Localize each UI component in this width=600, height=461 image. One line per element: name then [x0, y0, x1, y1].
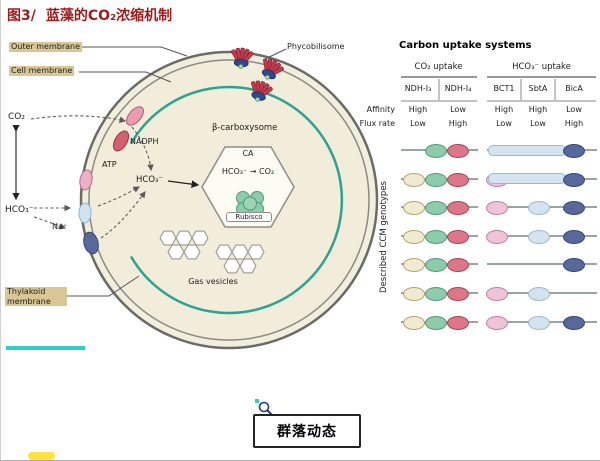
- geno-ellipse: [425, 258, 447, 273]
- geno-ellipse: [447, 287, 469, 301]
- transporter-bica: [83, 231, 99, 255]
- carbon-uptake-table-title: Carbon uptake systems: [399, 40, 532, 51]
- carboxysome-hexagon: [201, 146, 295, 228]
- nadph-label: NADPH: [130, 137, 159, 146]
- transporter-bct1: [79, 169, 93, 191]
- affinity-row-label: Affinity: [366, 105, 395, 114]
- geno-ellipse: [425, 172, 447, 187]
- geno-ellipse: [528, 201, 550, 216]
- geno-ellipse: [447, 258, 469, 273]
- geno-band: [488, 173, 566, 185]
- transporter-sbta: [78, 202, 92, 224]
- geno-ellipse: [528, 287, 550, 301]
- co2-uptake-group-header: CO₂ uptake: [414, 62, 463, 72]
- geno-ellipse: [447, 315, 469, 330]
- geno-ellipse: [425, 287, 447, 301]
- geno-ellipse: [447, 144, 469, 158]
- flux-value: Low: [496, 119, 512, 128]
- hco3-to-carboxysome-arrow: [167, 180, 200, 189]
- figure-number: 图3/: [7, 8, 36, 24]
- geno-ellipse: [403, 172, 425, 187]
- geno-ellipse: [425, 144, 447, 158]
- community-dynamics-box[interactable]: 群落动态: [253, 414, 361, 448]
- figure-title-text: 蓝藻的CO₂浓缩机制: [45, 8, 173, 24]
- atp-label: ATP: [102, 160, 117, 169]
- geno-ellipse: [425, 201, 447, 216]
- label-pointer-lines: [63, 46, 287, 297]
- flux-value: Low: [410, 119, 426, 128]
- geno-ellipse: [447, 229, 469, 244]
- table-header-grid: [401, 79, 596, 102]
- geno-ellipse: [403, 201, 425, 216]
- flux-rate-row-label: Flux rate: [359, 119, 395, 128]
- flux-value: High: [448, 119, 468, 128]
- geno-ellipse: [403, 315, 425, 330]
- geno-ellipse: [528, 315, 550, 330]
- geno-ellipse: [563, 201, 585, 216]
- affinity-value: High: [408, 105, 428, 114]
- column-header-ndh-i3: NDH-I₃: [404, 84, 432, 93]
- thylakoid-membrane-label: Thylakoid membrane: [5, 287, 67, 307]
- geno-ellipse: [528, 229, 550, 244]
- phycobilisome-label: Phycobilisome: [287, 42, 345, 51]
- geno-line: [487, 263, 597, 266]
- geno-band: [488, 144, 566, 156]
- ca-label: CA: [242, 149, 254, 158]
- geno-ellipse: [403, 229, 425, 244]
- flux-arrows: [30, 115, 154, 239]
- geno-ellipse: [486, 201, 508, 216]
- geno-ellipse: [563, 144, 585, 158]
- geno-ellipse: [425, 229, 447, 244]
- carboxysome-title-label: β-carboxysome: [212, 123, 278, 133]
- geno-ellipse: [425, 315, 447, 330]
- outer-membrane-label: Outer membrane: [9, 42, 83, 52]
- page-title: 图3/蓝藻的CO₂浓缩机制: [7, 5, 172, 25]
- rubisco-label: Rubisco: [226, 212, 272, 222]
- geno-ellipse: [563, 172, 585, 187]
- cell-membrane-label: Cell membrane: [9, 66, 75, 76]
- hco3-external-label: HCO₃⁻: [5, 205, 34, 215]
- geno-ellipse: [486, 315, 508, 330]
- described-ccm-genotypes-label: Described CCM genotypes: [379, 181, 389, 293]
- geno-ellipse: [486, 287, 508, 301]
- column-header-sbta: SbtA: [528, 84, 548, 93]
- thylakoid-arc: [129, 85, 344, 315]
- geno-ellipse: [447, 172, 469, 187]
- column-header-ndh-i4: NDH-I₄: [444, 84, 472, 93]
- na-label: Na⁺: [52, 222, 68, 231]
- transporter-ndh-red: [112, 130, 130, 152]
- community-dynamics-label: 群落动态: [277, 424, 337, 440]
- flux-value: Low: [530, 119, 546, 128]
- hco3-uptake-group-header: HCO₃⁻ uptake: [512, 62, 571, 72]
- column-header-bica: BicA: [565, 84, 583, 93]
- transporter-ndh-pink: [126, 106, 144, 126]
- geno-ellipse: [563, 315, 585, 330]
- affinity-value: High: [494, 105, 514, 114]
- geno-ellipse: [403, 287, 425, 301]
- geno-ellipse: [563, 258, 585, 273]
- affinity-value: High: [528, 105, 548, 114]
- geno-ellipse: [486, 229, 508, 244]
- teal-highlight-mark: [6, 346, 85, 350]
- carboxysome-reaction-label: HCO₃⁻ → CO₂: [221, 167, 275, 176]
- co2-external-label: CO₂: [8, 112, 25, 122]
- yellow-highlight-mark: [28, 452, 55, 460]
- affinity-value: Low: [566, 105, 582, 114]
- geno-ellipse: [563, 229, 585, 244]
- affinity-value: Low: [450, 105, 466, 114]
- hco3-internal-label: HCO₃⁻: [136, 175, 163, 185]
- rubisco-icon: [236, 191, 264, 216]
- gas-vesicles-label: Gas vesicles: [188, 277, 238, 286]
- flux-value: High: [564, 119, 584, 128]
- geno-ellipse: [447, 201, 469, 216]
- geno-ellipse: [403, 258, 425, 273]
- column-header-bct1: BCT1: [493, 84, 515, 93]
